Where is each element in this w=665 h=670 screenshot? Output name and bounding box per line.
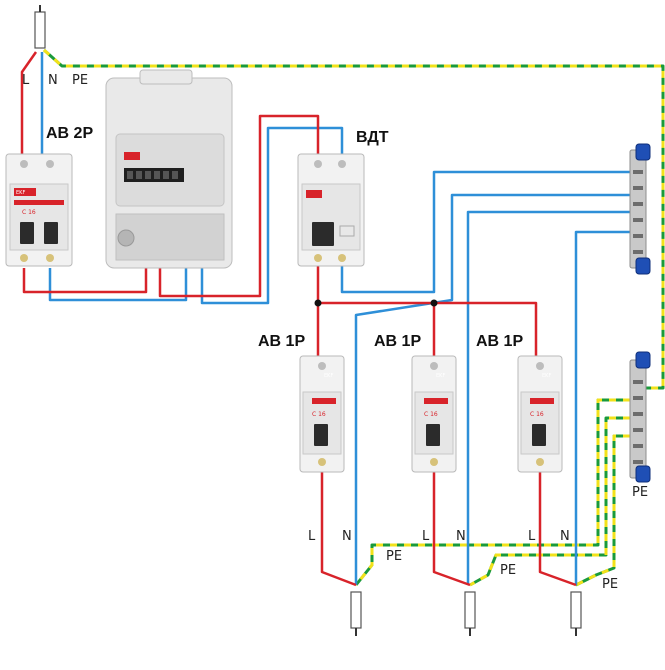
breaker-toggle[interactable] [20,222,34,244]
breaker-rating: C 16 [530,411,544,418]
input-n-label: N [48,73,58,88]
brand-mark: EKF [542,373,551,379]
rcd-label: ВДТ [356,129,389,146]
l-input-wire [20,51,38,160]
outlet-plug-2 [464,591,476,636]
breaker-1p-1: EKF C 16 [299,355,345,473]
input-plug [34,5,46,49]
neutral-bus-bar [629,143,651,275]
main-breaker-2p: EKF C 16 [5,153,73,267]
breaker-rating: C 16 [424,411,438,418]
pe-main-wire-stripe [43,48,665,390]
phase-wires [20,51,577,587]
main-breaker-label: АВ 2Р [46,125,93,142]
out2-n-label: N [456,529,466,544]
l-dist-bus-wire [318,301,538,358]
neutral-wires [40,52,636,585]
l-out1-wire [320,470,357,587]
out3-n-label: N [560,529,570,544]
pe-out1-wire [354,398,630,586]
junction-dot [314,299,322,307]
l-out3-wire [538,470,577,587]
l-meter-rcd-wire [158,114,320,298]
breaker-toggle[interactable] [314,424,328,446]
breaker3-label: АВ 1Р [476,333,523,350]
breaker-toggle[interactable] [532,424,546,446]
l-out2-wire [432,470,471,587]
brand-mark: EKF [324,373,333,379]
pe-out3-wire [575,434,630,587]
out2-pe-label: PE [500,563,516,578]
l-breaker-meter-wire [22,268,148,294]
breaker-rating: C 16 [312,411,326,418]
breaker-1p-3: EKF C 16 [517,355,563,473]
rcd-device [297,153,365,267]
brand-tag [14,188,36,196]
brand-mark: EKF [436,373,445,379]
pe-out2-wire-stripe [469,416,630,587]
pe-bus-label: PE [632,485,648,500]
input-pe-label: PE [72,73,88,88]
outlet-plug-3 [570,591,582,636]
breaker-1p-2: EKF C 16 [411,355,457,473]
pe-wires [43,48,665,587]
input-l-label: L [22,73,30,88]
n-out2-wire [466,210,636,585]
breaker1-label: АВ 1Р [258,333,305,350]
breaker-rating: C 16 [22,209,36,216]
breaker2-label: АВ 1Р [374,333,421,350]
out1-n-label: N [342,529,352,544]
meter-seal-screw [117,229,135,247]
out3-l-label: L [528,529,536,544]
brand-mark: EKF [16,190,25,196]
rcd-test-button[interactable] [339,225,355,237]
out2-l-label: L [422,529,430,544]
out1-l-label: L [308,529,316,544]
rcd-toggle[interactable] [312,222,334,246]
out1-pe-label: PE [386,549,402,564]
energy-meter [105,69,233,269]
breaker-toggle[interactable] [426,424,440,446]
pe-bus-bar [629,351,651,483]
n-out3-wire [574,230,636,585]
n-out1-wire [354,193,636,585]
out3-pe-label: PE [602,577,618,592]
breaker-toggle[interactable] [44,222,58,244]
outlet-plug-1 [350,591,362,636]
n-breaker-meter-wire [48,268,188,302]
junction-dot [430,299,438,307]
pe-out3-wire-stripe [575,434,630,587]
n-rcd-bus-wire [340,170,636,294]
